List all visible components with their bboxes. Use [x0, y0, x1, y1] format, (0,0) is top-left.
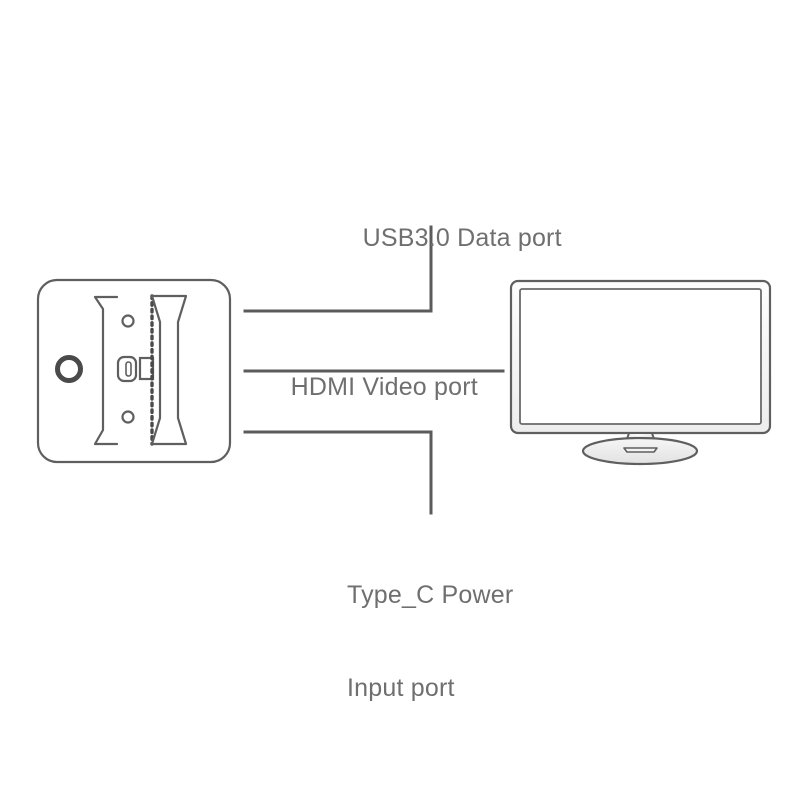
lower-screw-hole-icon	[121, 410, 135, 424]
hourglass-panel	[150, 294, 188, 446]
monitor-group	[509, 279, 772, 466]
callout-label-typec-line1: Type_C Power	[347, 581, 514, 609]
monitor-screen	[519, 288, 762, 425]
callout-label-hdmi-line1: HDMI Video port	[290, 373, 478, 401]
callout-label-usb-line1: USB3.0 Data port	[362, 224, 562, 252]
callout-label-typec-line2: Input port	[347, 674, 455, 702]
monitor-neck-front	[623, 447, 658, 453]
leader-line-typec	[243, 430, 433, 515]
leader-lines-group	[243, 225, 505, 515]
device-group	[36, 278, 232, 464]
callout-label-typec: Type_C Power Input port	[347, 518, 513, 766]
left-bracket	[93, 295, 119, 446]
callout-label-hdmi: HDMI Video port	[262, 341, 478, 434]
leader-line-usb	[243, 225, 433, 313]
callout-label-usb: USB3.0 Data port	[334, 192, 562, 285]
power-button-ring-icon	[55, 355, 83, 383]
upper-screw-hole-icon	[121, 314, 135, 328]
usb-c-port-inner-pill	[125, 361, 132, 377]
